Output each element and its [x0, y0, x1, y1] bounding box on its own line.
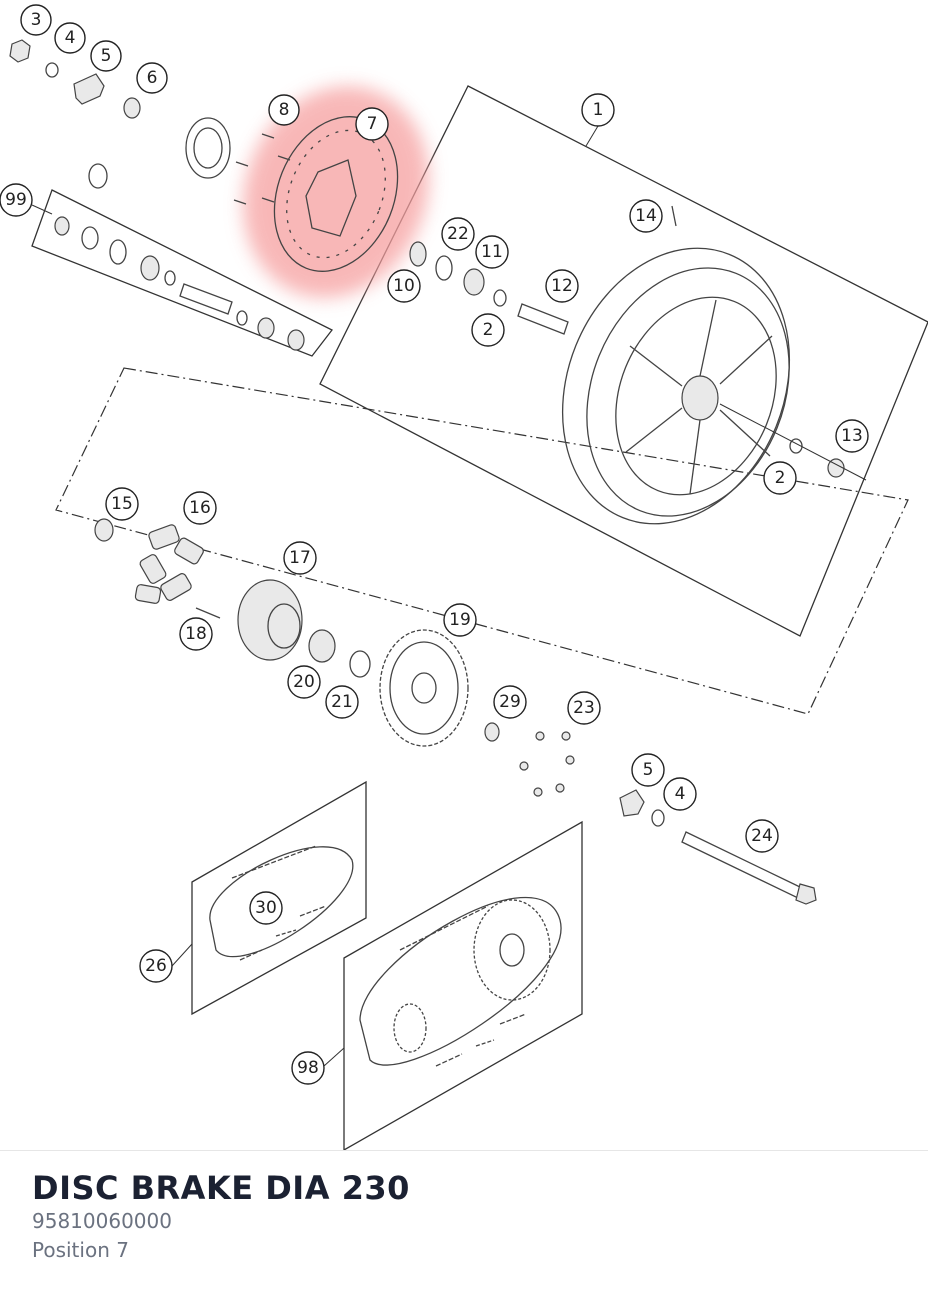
kit-26-frame: [191, 780, 367, 1016]
callout-1[interactable]: 1: [581, 93, 615, 127]
svg-text:20: 20: [293, 672, 315, 692]
svg-text:16: 16: [189, 498, 211, 518]
kit-99-frame: [31, 189, 333, 357]
svg-text:6: 6: [147, 68, 158, 88]
hub-group-frame: [55, 367, 909, 715]
callout-2[interactable]: 2: [471, 313, 505, 347]
svg-text:26: 26: [145, 956, 167, 976]
washer-part-4b: [651, 809, 665, 827]
svg-text:2: 2: [483, 320, 494, 340]
o-ring: [88, 163, 108, 189]
callout-10[interactable]: 10: [387, 269, 421, 303]
callout-7[interactable]: 7: [355, 107, 389, 141]
brake-disc-highlight[interactable]: [212, 58, 460, 326]
callout-24[interactable]: 24: [745, 819, 779, 853]
callout-2b[interactable]: 2: [763, 461, 797, 495]
svg-text:99: 99: [5, 190, 27, 210]
bolts-part-8: [233, 133, 291, 205]
svg-text:14: 14: [635, 206, 657, 226]
svg-text:7: 7: [367, 114, 378, 134]
callout-19[interactable]: 19: [443, 603, 477, 637]
callout-18[interactable]: 18: [179, 617, 213, 651]
wheel-rim-part-1: [561, 247, 791, 525]
callout-21[interactable]: 21: [325, 685, 359, 719]
callout-13[interactable]: 13: [835, 419, 869, 453]
callout-14[interactable]: 14: [629, 199, 663, 233]
callout-12[interactable]: 12: [545, 269, 579, 303]
svg-text:30: 30: [255, 898, 277, 918]
axle-part-24: [681, 831, 817, 905]
part-number: 95810060000: [32, 1209, 172, 1233]
callout-8[interactable]: 8: [268, 94, 300, 126]
svg-text:17: 17: [289, 548, 311, 568]
svg-text:3: 3: [31, 10, 42, 30]
adjuster-part-5b: [619, 789, 645, 817]
spacer-part-21: [349, 650, 371, 678]
kit-99-parts: [54, 216, 305, 351]
part-position: Position 7: [32, 1238, 129, 1262]
kit-98-chain-sprockets: [359, 896, 562, 1067]
svg-text:29: 29: [499, 692, 521, 712]
nut-part-3: [9, 39, 31, 63]
callout-98[interactable]: 98: [291, 1051, 325, 1085]
leader-lines: [31, 125, 599, 1067]
callout-23[interactable]: 23: [567, 691, 601, 725]
part-info-panel: DISC BRAKE DIA 230 95810060000 Position …: [0, 1150, 928, 1291]
callout-5[interactable]: 5: [90, 40, 122, 72]
hub-part-17: [237, 579, 303, 661]
callout-6[interactable]: 6: [136, 62, 168, 94]
svg-text:15: 15: [111, 494, 133, 514]
svg-text:23: 23: [573, 698, 595, 718]
callout-11[interactable]: 11: [475, 235, 509, 269]
svg-text:10: 10: [393, 276, 415, 296]
svg-text:19: 19: [449, 610, 471, 630]
adjuster-part-5: [73, 73, 105, 105]
svg-text:21: 21: [331, 692, 353, 712]
svg-text:5: 5: [101, 46, 112, 66]
callout-29[interactable]: 29: [493, 685, 527, 719]
kit-26-chain: [209, 845, 354, 961]
exploded-parts-diagram: 3 4 5 6 8 7 1 99 14 22 11 10 12 2 13 2 1…: [0, 4, 928, 1150]
diagram-canvas: 3 4 5 6 8 7 1 99 14 22 11 10 12 2 13 2 1…: [0, 4, 928, 1150]
svg-text:5: 5: [643, 760, 654, 780]
svg-text:12: 12: [551, 276, 573, 296]
callout-26[interactable]: 26: [139, 949, 173, 983]
svg-text:98: 98: [297, 1058, 319, 1078]
svg-text:22: 22: [447, 224, 469, 244]
callout-15[interactable]: 15: [105, 487, 139, 521]
svg-text:13: 13: [841, 426, 863, 446]
svg-text:24: 24: [751, 826, 773, 846]
callout-22[interactable]: 22: [441, 217, 475, 251]
svg-text:1: 1: [593, 100, 604, 120]
hub-parts: [94, 518, 575, 797]
callout-20[interactable]: 20: [287, 665, 321, 699]
callout-4[interactable]: 4: [54, 22, 86, 54]
callout-16[interactable]: 16: [183, 491, 217, 525]
kit-98-frame: [343, 820, 583, 1150]
cush-drive-rubbers: [134, 524, 204, 604]
callout-4b[interactable]: 4: [663, 777, 697, 811]
svg-text:18: 18: [185, 624, 207, 644]
bearing-part-20: [308, 629, 336, 663]
bushing-part-6: [123, 97, 141, 119]
washer-part-4: [45, 62, 59, 78]
callout-5b[interactable]: 5: [631, 753, 665, 787]
svg-text:8: 8: [279, 100, 290, 120]
svg-text:11: 11: [481, 242, 503, 262]
callout-99[interactable]: 99: [0, 183, 33, 217]
svg-text:2: 2: [775, 468, 786, 488]
callout-30[interactable]: 30: [249, 891, 283, 925]
svg-text:4: 4: [675, 784, 686, 804]
wheel-small-parts: [409, 205, 867, 481]
callout-3[interactable]: 3: [20, 4, 52, 36]
nuts-part-23: [519, 731, 575, 797]
sprocket-part-19: [379, 629, 469, 747]
callout-17[interactable]: 17: [283, 541, 317, 575]
sprocket-carrier-plate: [185, 117, 231, 179]
svg-text:4: 4: [65, 28, 76, 48]
part-name: DISC BRAKE DIA 230: [32, 1169, 410, 1207]
